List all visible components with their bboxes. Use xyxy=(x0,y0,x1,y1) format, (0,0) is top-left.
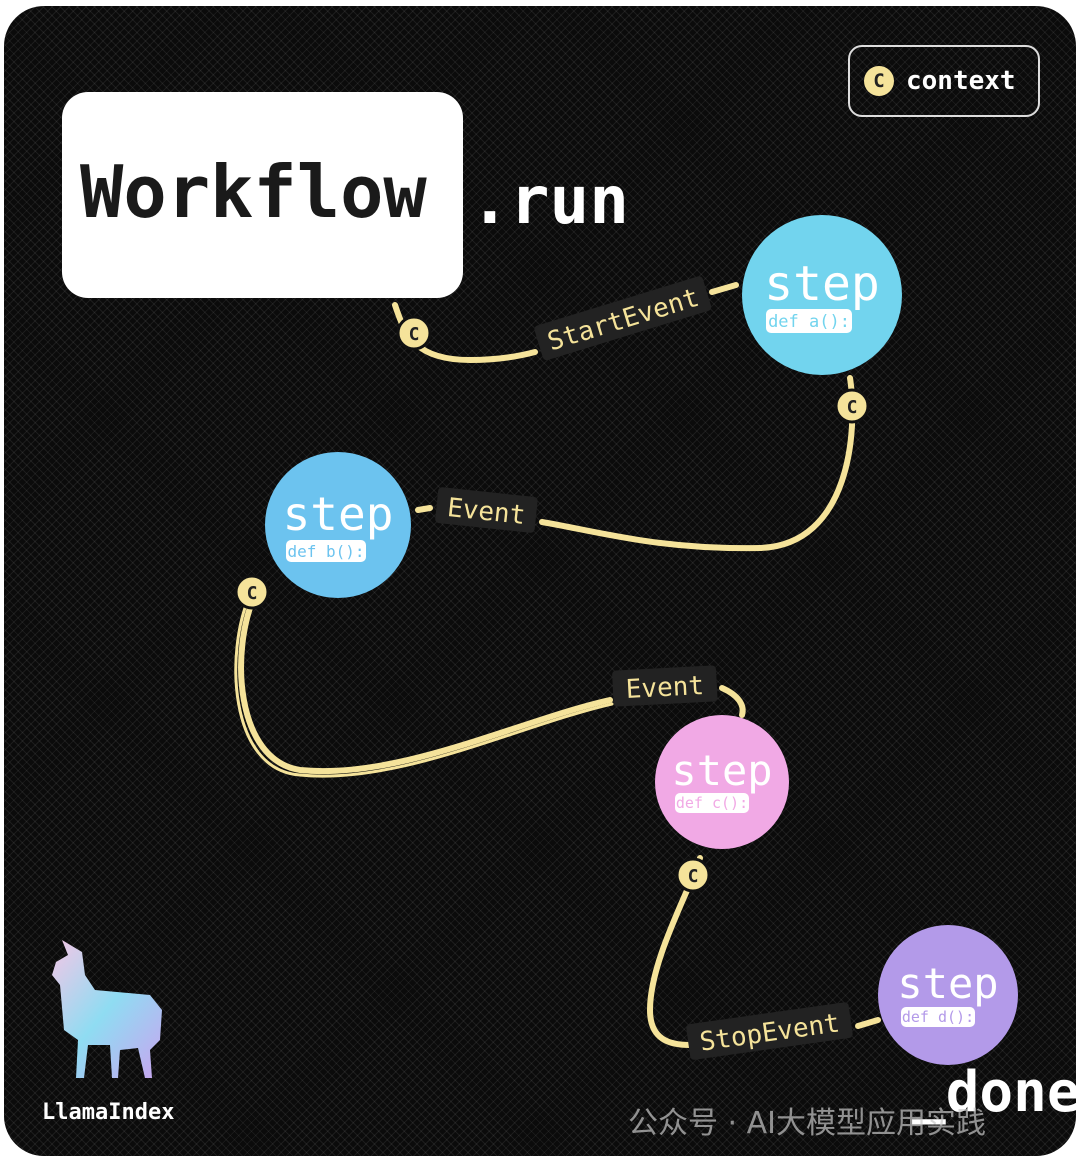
edge-b-c2 xyxy=(234,593,614,778)
context-markers xyxy=(234,315,870,893)
context-marker-label: C xyxy=(247,583,258,604)
step-func: def b(): xyxy=(287,542,364,561)
context-marker-icon xyxy=(675,857,711,893)
context-marker-icon xyxy=(234,574,270,610)
step-func: def c(): xyxy=(676,794,748,812)
step-func: def d(): xyxy=(902,1008,974,1026)
done-label: _done xyxy=(912,1060,1080,1125)
edge-start-b xyxy=(709,282,739,295)
workflow-box xyxy=(62,92,463,298)
context-legend: C context xyxy=(848,45,1040,117)
edge-b-c xyxy=(238,592,613,775)
context-marker-label: C xyxy=(847,397,858,418)
edge-c-d2 xyxy=(855,1017,881,1029)
brand-name: LlamaIndex xyxy=(42,1100,175,1125)
llama-logo-icon xyxy=(52,940,162,1078)
edge-a-b xyxy=(539,375,856,552)
step-label: step xyxy=(764,256,880,312)
step-label: step xyxy=(897,959,998,1008)
workflow-title: Workflow xyxy=(80,150,427,234)
step-func: def a(): xyxy=(768,312,850,332)
event-label: Event xyxy=(625,671,705,705)
context-icon: C xyxy=(864,66,894,96)
context-label: context xyxy=(906,66,1016,96)
context-marker-icon xyxy=(834,388,870,424)
context-marker-label: C xyxy=(409,324,420,345)
edge-b-c3 xyxy=(719,685,746,718)
edge-a-b2 xyxy=(415,505,433,513)
watermark: 公众号 · AI大模型应用实践 xyxy=(628,1106,986,1141)
step-label: step xyxy=(283,487,394,541)
step-label: step xyxy=(671,746,772,795)
context-marker-icon xyxy=(396,315,432,351)
context-marker-label: C xyxy=(688,866,699,887)
run-suffix: .run xyxy=(470,162,629,239)
